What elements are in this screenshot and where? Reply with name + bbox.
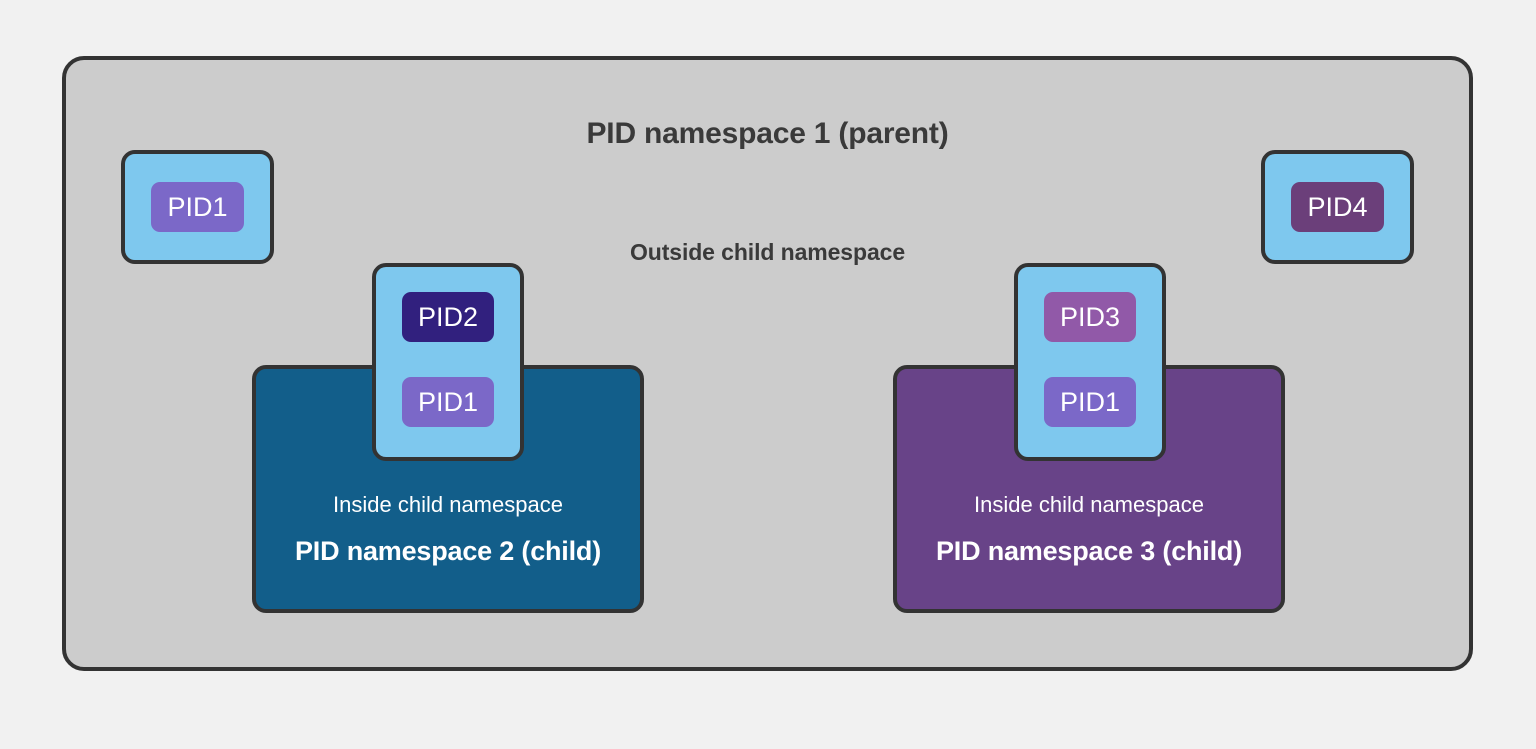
pid-badge-pid1-child2: PID1 [402,377,494,427]
child-ns-2-inside-label: Inside child namespace [333,492,563,517]
process-card-pid4-parent[interactable]: PID4 [1261,150,1414,264]
child-ns-2-title: PID namespace 2 (child) [294,536,601,566]
pid-badge-pid1-parent: PID1 [151,182,244,232]
child-ns-3-title: PID namespace 3 (child) [935,536,1242,566]
process-card-pid1-parent[interactable]: PID1 [121,150,274,264]
parent-namespace-title: PID namespace 1 (parent) [586,117,949,150]
process-card-namespace-2[interactable]: PID2 PID1 [372,263,524,461]
pid-badge-pid2: PID2 [402,292,494,342]
pid-badge-pid1-child3: PID1 [1044,377,1136,427]
pid-badge-pid3: PID3 [1044,292,1136,342]
pid-badge-pid4-parent: PID4 [1291,182,1384,232]
child-ns-3-inside-label: Inside child namespace [974,492,1204,517]
process-card-namespace-3[interactable]: PID3 PID1 [1014,263,1166,461]
outside-child-namespace-label: Outside child namespace [629,239,906,265]
